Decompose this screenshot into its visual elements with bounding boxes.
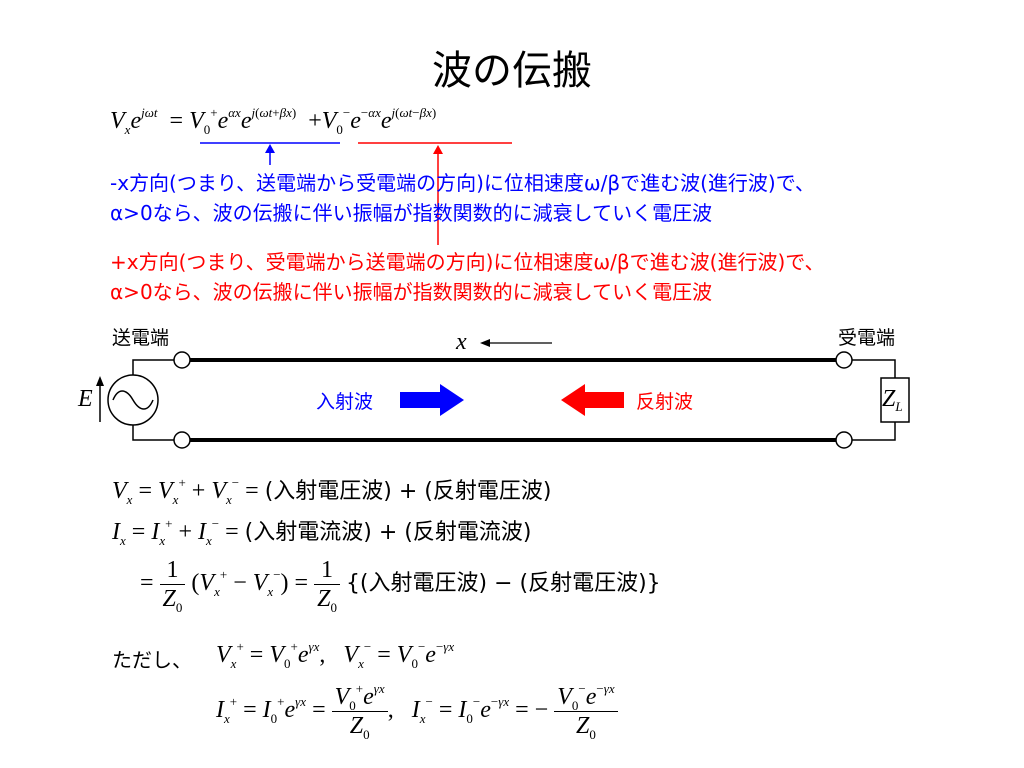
- receiving-end-label: 受電端: [838, 327, 896, 349]
- voltage-equation: Vx = Vx+ + Vx− = (入射電圧波) + (反射電圧波): [112, 475, 552, 507]
- terminal-tl: [173, 351, 191, 369]
- incident-wave-label: 入射波: [316, 391, 374, 413]
- reflected-wave-label: 反射波: [636, 391, 694, 413]
- sine-wave-icon: [112, 390, 154, 410]
- source-label: E: [78, 386, 93, 412]
- main-equation: Vxejωt = V0+eαxej(ωt+βx) +V0−e−αxej(ωt−β…: [110, 105, 437, 137]
- page-title: 波の伝搬: [432, 48, 592, 94]
- blue-line1: 方向(つまり、送電端から受電端の方向)に位相速度ω/βで進む波(進行波)で、: [129, 171, 815, 195]
- current-rhs: (入射電流波) + (反射電流波): [244, 520, 532, 545]
- voltage-rhs: (入射電圧波) + (反射電圧波): [264, 479, 552, 504]
- blue-description: -x方向(つまり、送電端から受電端の方向)に位相速度ω/βで進む波(進行波)で、…: [110, 168, 815, 228]
- current-equation: Ix = Ix+ + Ix− = (入射電流波) + (反射電流波): [112, 516, 532, 548]
- incident-arrow-icon: [400, 384, 464, 416]
- red-cond: α>0: [110, 280, 153, 304]
- load-label: ZL: [882, 386, 903, 414]
- terminal-bl: [173, 431, 191, 449]
- wave-definitions-v: Vx+ = V0+eγx, Vx− = V0−e−γx: [216, 639, 455, 671]
- red-prefix: +x: [110, 250, 139, 274]
- voltage-arrow-icon: [96, 376, 104, 386]
- red-line1: 方向(つまり、受電端から送電端の方向)に位相速度ω/βで進む波(進行波)で、: [138, 250, 825, 274]
- tadashi-label: ただし、: [112, 648, 192, 672]
- x-direction-arrow-icon: [480, 339, 490, 347]
- reflected-arrow-icon: [561, 384, 624, 416]
- sending-end-label: 送電端: [112, 327, 170, 349]
- red-description: +x方向(つまり、受電端から送電端の方向)に位相速度ω/βで進む波(進行波)で、…: [110, 247, 824, 307]
- terminal-br: [835, 431, 853, 449]
- terminal-tr: [835, 351, 853, 369]
- x-label: x: [456, 329, 467, 355]
- blue-line2: なら、波の伝搬に伴い振幅が指数関数的に減衰していく電圧波: [152, 201, 713, 225]
- load-box: [880, 377, 910, 423]
- red-line2: なら、波の伝搬に伴い振幅が指数関数的に減衰していく電圧波: [152, 280, 713, 304]
- blue-prefix: -x: [110, 171, 130, 195]
- current-rhs2: {(入射電圧波) − (反射電圧波)}: [345, 571, 661, 597]
- blue-pointer-head: [265, 144, 275, 153]
- blue-cond: α>0: [110, 201, 153, 225]
- red-pointer-head: [433, 145, 443, 154]
